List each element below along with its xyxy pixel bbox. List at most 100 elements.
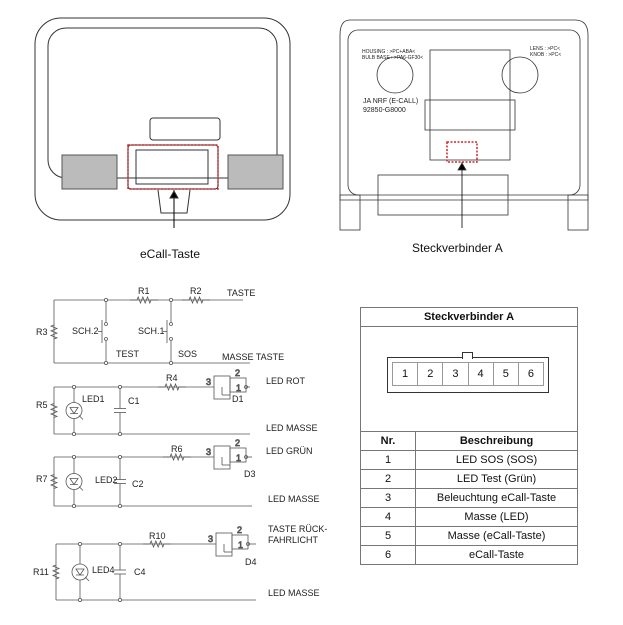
label-d1: D1 <box>232 394 244 404</box>
pin-number: 2 <box>235 438 240 448</box>
header-desc: Beschreibung <box>415 431 578 451</box>
label-test: TEST <box>116 349 140 359</box>
connector-pin: 6 <box>527 368 534 380</box>
rear-housing-illustration <box>339 19 589 231</box>
resistor <box>188 295 204 305</box>
rear-marking-number: 92850-G8000 <box>363 107 406 114</box>
junction-node <box>78 598 83 603</box>
label-d4: D4 <box>245 557 257 567</box>
switch-contact <box>104 337 108 341</box>
cell-nr: 3 <box>360 488 416 508</box>
junction-node <box>104 297 109 302</box>
junction-node <box>72 384 77 389</box>
led-symbol <box>65 402 83 419</box>
resistor <box>169 452 185 462</box>
label-sos: SOS <box>178 349 197 359</box>
cell-desc: Beleuchtung eCall-Taste <box>415 488 578 508</box>
label-r4: R4 <box>166 373 178 383</box>
junction-node <box>72 454 77 459</box>
junction-node <box>118 431 123 436</box>
label-c4: C4 <box>134 567 146 577</box>
label-r6: R6 <box>171 444 183 454</box>
rear-caption: Steckverbinder A <box>412 241 503 255</box>
junction-node <box>104 360 109 365</box>
pin-number: 3 <box>208 534 213 544</box>
label-taste-rueck-1: TASTE RÜCK- <box>268 524 327 534</box>
junction-node <box>118 454 123 459</box>
label-masse-taste: MASSE TASTE <box>222 352 284 362</box>
junction-node <box>78 542 83 547</box>
switch-contact <box>104 322 108 326</box>
front-caption: eCall-Taste <box>140 247 200 261</box>
cell-desc: LED SOS (SOS) <box>415 450 578 470</box>
label-led-masse-2: LED MASSE <box>268 494 320 504</box>
label-sch1: SCH.1 <box>138 326 165 336</box>
label-r7: R7 <box>36 474 48 484</box>
junction-node <box>118 384 123 389</box>
resistor <box>164 382 180 392</box>
label-sch2: SCH.2 <box>72 326 99 336</box>
led-symbol <box>75 568 90 582</box>
connector-pin: 3 <box>443 363 469 385</box>
pin-number: 3 <box>206 377 211 387</box>
label-led4: LED4 <box>92 565 115 575</box>
switch-contact <box>169 322 173 326</box>
label-led-gruen: LED GRÜN <box>266 446 313 456</box>
connector-table: Steckverbinder A 1 2 3 4 5 6 Nr.Beschrei… <box>360 307 578 565</box>
resistor <box>49 324 59 340</box>
junction-node <box>118 598 123 603</box>
rear-marking-lens: LENS : >PC< <box>530 46 560 52</box>
cell-desc: LED Test (Grün) <box>415 469 578 489</box>
schematic-labels: R1 R2 TASTE R3 SCH.2 SCH.1 TEST SOS MASS… <box>33 286 327 598</box>
led-symbol <box>71 563 89 581</box>
resistor <box>149 539 165 549</box>
label-r11: R11 <box>33 567 49 577</box>
label-led1: LED1 <box>82 394 105 404</box>
label-led-masse-3: LED MASSE <box>268 588 320 598</box>
transistor-d <box>229 377 247 393</box>
connector-pin: 4 <box>469 363 494 385</box>
rear-marking-housing: HOUSING : >PC+ABA< <box>362 49 415 55</box>
cell-nr: 1 <box>360 450 416 470</box>
label-r1: R1 <box>138 286 150 296</box>
label-r2: R2 <box>190 286 202 296</box>
transistor-d <box>229 447 247 463</box>
label-c2: C2 <box>132 479 144 489</box>
cell-desc: Masse (eCall-Taste) <box>415 526 578 546</box>
cell-nr: 2 <box>360 469 416 489</box>
led-symbol <box>69 407 84 420</box>
cell-nr: 5 <box>360 526 416 546</box>
resistor <box>49 474 59 489</box>
connector-key <box>462 352 473 359</box>
junction-node <box>168 297 173 302</box>
pin-number: 1 <box>238 540 243 550</box>
label-r3: R3 <box>36 327 48 337</box>
label-led-masse-1: LED MASSE <box>266 423 318 433</box>
pin-number: 2 <box>237 525 242 535</box>
pin-number: 1 <box>236 453 241 463</box>
header-nr: Nr. <box>360 431 416 451</box>
junction-node <box>168 360 173 365</box>
label-d3: D3 <box>244 469 256 479</box>
junction-node <box>72 503 77 508</box>
junction-node <box>72 431 77 436</box>
label-r5: R5 <box>36 400 48 410</box>
cell-desc: Masse (LED) <box>415 507 578 527</box>
front-housing-illustration <box>34 17 291 228</box>
led-symbol <box>69 478 84 491</box>
rear-marking-knob: KNOB : >PC< <box>530 52 561 58</box>
label-led-rot: LED ROT <box>266 376 306 386</box>
pin-number: 2 <box>235 368 240 378</box>
cell-nr: 4 <box>360 507 416 527</box>
cell-desc: eCall-Taste <box>415 545 578 565</box>
label-taste-rueck-2: FAHRLICHT <box>268 535 319 545</box>
transistor-d <box>231 534 249 550</box>
junction-node <box>118 542 123 547</box>
label-c1: C1 <box>128 396 140 406</box>
rear-marking-part: JA NRF (E-CALL) <box>363 98 418 105</box>
